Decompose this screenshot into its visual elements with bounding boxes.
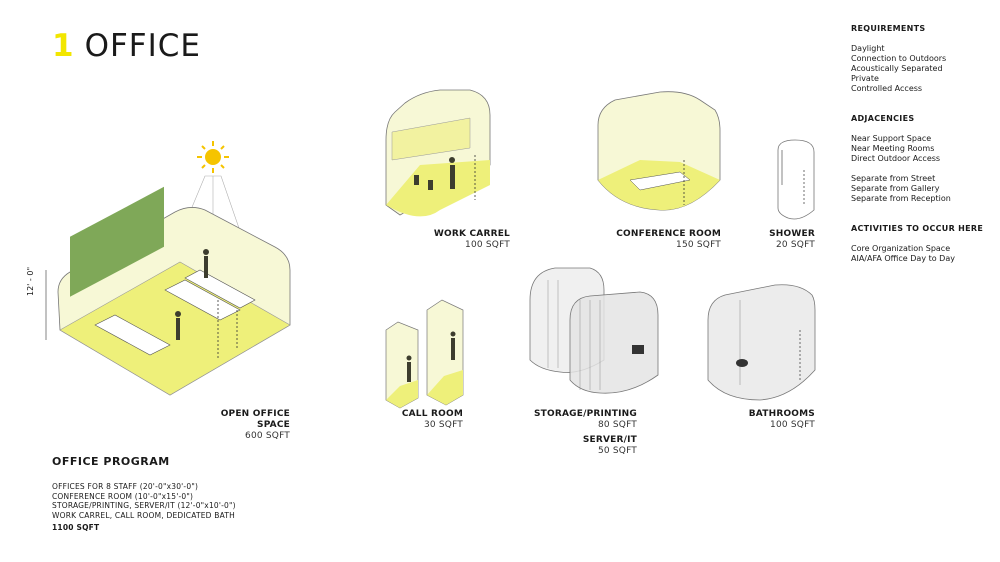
adjacency-item: Direct Outdoor Access [851,154,941,163]
space-name: OPEN OFFICE SPACE [220,409,290,430]
title-number: 1 [52,28,75,64]
space-area: 100 SQFT [465,240,510,250]
open-office-model [45,186,291,396]
label-bathrooms: BATHROOMS 100 SQFT [735,409,815,431]
requirement-item: Private [851,74,879,83]
conference-room-model [597,91,721,211]
label-server-it: SERVER/IT 50 SQFT [560,435,637,457]
requirements-heading: REQUIREMENTS [851,24,926,33]
requirements-section: REQUIREMENTS Daylight Connection to Outd… [851,24,991,94]
adjacency-item: Near Meeting Rooms [851,144,935,153]
title-text: OFFICE [84,28,202,64]
space-area: 20 SQFT [775,240,815,250]
activities-heading: ACTIVITIES TO OCCUR HERE [851,224,984,233]
requirement-item: Daylight [851,44,885,53]
space-area: 30 SQFT [423,420,463,430]
program-line: WORK CARREL, CALL ROOM, DEDICATED BATH [52,510,235,520]
label-conference-room: CONFERENCE ROOM 150 SQFT [600,229,721,251]
space-area: 600 SQFT [245,431,290,441]
sun-icon [197,141,229,173]
space-name: CONFERENCE ROOM [616,229,721,239]
program-line: OFFICES FOR 8 STAFF (20'-0"x30'-0") [52,482,199,491]
program-total: 1100 SQFT [52,523,100,532]
activity-item: AIA/AFA Office Day to Day [851,254,955,263]
space-name: STORAGE/PRINTING [533,409,637,419]
program-line: STORAGE/PRINTING, SERVER/IT (12'-0"x10'-… [52,501,236,510]
label-call-room: CALL ROOM 30 SQFT [400,409,463,431]
adjacency-item: Separate from Gallery [851,184,940,193]
storage-server-model [529,267,659,394]
activities-section: ACTIVITIES TO OCCUR HERE Core Organizati… [851,224,991,264]
label-work-carrel: WORK CARREL 100 SQFT [410,229,510,251]
program-heading: OFFICE PROGRAM [52,455,170,468]
space-area: 80 SQFT [597,420,637,430]
requirement-item: Controlled Access [851,84,923,93]
label-shower: SHOWER 20 SQFT [755,229,815,251]
shower-model [777,139,815,220]
space-area: 50 SQFT [597,446,637,456]
activity-item: Core Organization Space [851,244,951,253]
forest-window [70,186,164,297]
adjacencies-heading: ADJACENCIES [851,114,915,123]
space-name: SHOWER [769,229,815,239]
space-name: WORK CARREL [433,229,510,239]
program-line: CONFERENCE ROOM (10'-0"x15'-0") [52,491,194,501]
work-carrel-model [385,89,491,217]
height-dimension-label: 12' - 0" [26,266,35,296]
criteria-panel: REQUIREMENTS Daylight Connection to Outd… [851,24,991,284]
office-program: OFFICE PROGRAM OFFICES FOR 8 STAFF (20'-… [52,455,352,533]
space-area: 100 SQFT [770,420,815,430]
requirement-item: Acoustically Separated [851,64,943,73]
adjacency-item: Separate from Reception [851,194,951,203]
requirement-item: Connection to Outdoors [851,54,947,63]
adjacency-item: Near Support Space [851,134,932,143]
space-name: SERVER/IT [582,435,637,445]
label-open-office: OPEN OFFICE SPACE 600 SQFT [190,409,290,442]
space-area: 150 SQFT [676,240,721,250]
label-storage-printing: STORAGE/PRINTING 80 SQFT [530,409,637,431]
space-name: CALL ROOM [401,409,463,419]
bathrooms-model [707,284,816,401]
space-name: BATHROOMS [748,409,815,419]
call-room-model [385,299,464,409]
adjacencies-section: ADJACENCIES Near Support Space Near Meet… [851,114,991,204]
adjacency-item: Separate from Street [851,174,936,183]
